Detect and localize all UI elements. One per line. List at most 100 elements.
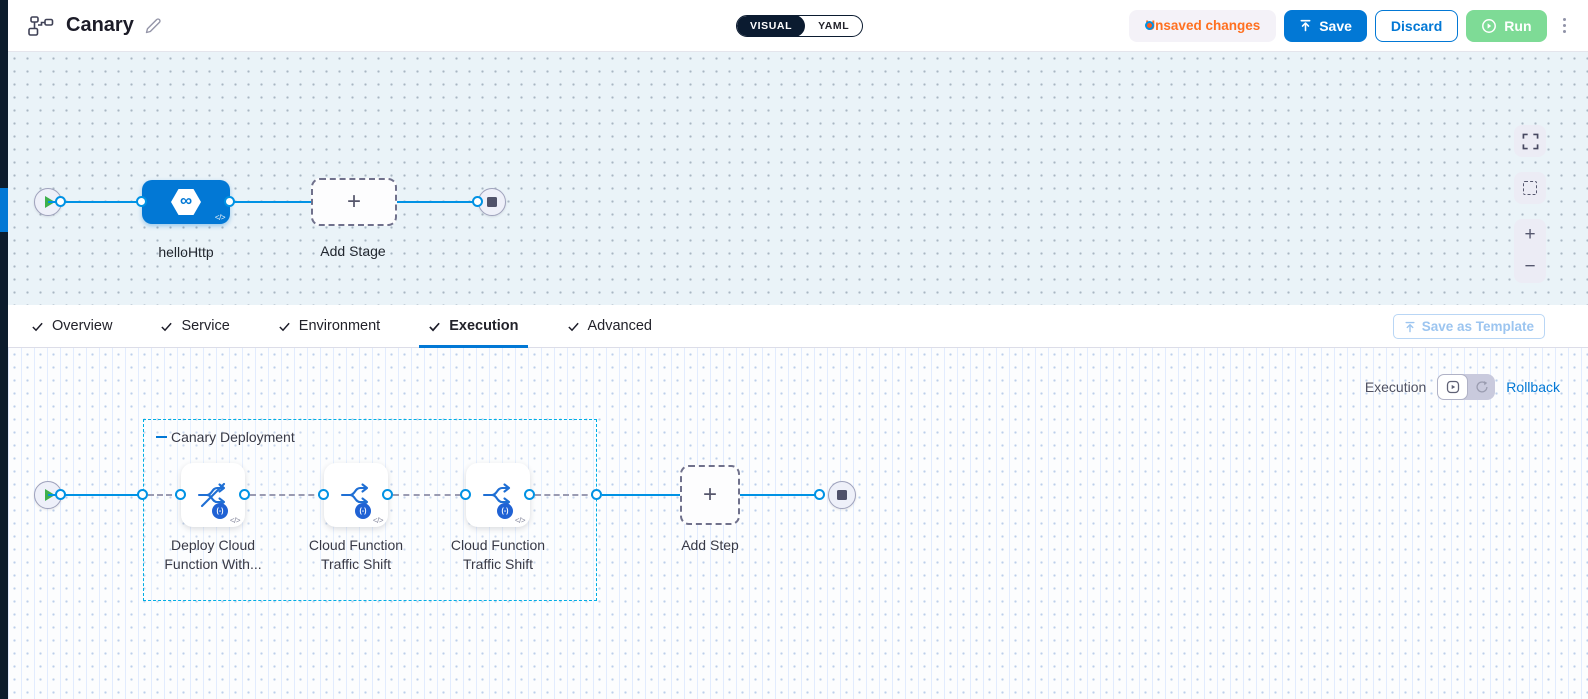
header-bar: Canary VISUAL YAML Unsaved changes Save [8, 0, 1588, 52]
fullscreen-icon [1522, 133, 1539, 150]
connector-dot [460, 489, 471, 500]
more-options-menu-icon[interactable] [1555, 12, 1575, 40]
add-step-node[interactable]: + [680, 465, 740, 525]
check-icon [161, 322, 173, 331]
connector-dot [224, 196, 235, 207]
tab-execution[interactable]: Execution [419, 305, 528, 348]
connector-line [48, 494, 143, 496]
check-icon [279, 322, 290, 331]
connector-dot [137, 489, 148, 500]
toggle-yaml[interactable]: YAML [818, 20, 850, 32]
plus-icon: + [702, 481, 717, 508]
run-label: Run [1504, 17, 1532, 34]
page-title: Canary [66, 14, 134, 36]
collapse-icon[interactable] [156, 435, 167, 439]
check-icon [567, 322, 579, 331]
run-button[interactable]: Run [1466, 9, 1547, 42]
stop-square-icon [487, 197, 497, 207]
execution-end-node[interactable] [828, 481, 856, 509]
tab-environment[interactable]: Environment [269, 305, 389, 347]
pipeline-icon [28, 15, 54, 36]
stage-label: helloHttp [158, 244, 214, 260]
execution-rollback-toggle[interactable] [1437, 374, 1496, 400]
visual-yaml-toggle: VISUAL YAML [736, 15, 864, 37]
collapsed-sidebar-strip[interactable] [0, 0, 8, 699]
tab-advanced[interactable]: Advanced [558, 305, 662, 347]
toggle-visual[interactable]: VISUAL [737, 16, 806, 36]
connector-dot [136, 196, 147, 207]
connector-dot [524, 489, 535, 500]
step-label: Deploy Cloud Function With... [164, 537, 262, 572]
upload-icon [1404, 321, 1416, 333]
unsaved-changes-badge: Unsaved changes [1129, 9, 1277, 42]
connector-dot [814, 489, 825, 500]
add-step-label: Add Step [681, 537, 739, 553]
edit-title-icon[interactable] [144, 17, 162, 35]
connector-dot [318, 489, 329, 500]
step-deploy-cloud-function[interactable]: (-) </> [181, 463, 245, 527]
step-group-title: Canary Deployment [171, 429, 295, 445]
unsaved-label: Unsaved changes [1145, 18, 1261, 33]
upload-icon [1299, 19, 1312, 32]
serverless-hexagon-icon: ∞ [171, 189, 201, 215]
stage-graph-canvas[interactable]: ∞ </> + helloHttp Add Stage + − [8, 52, 1588, 305]
rollback-link[interactable]: Rollback [1506, 379, 1560, 395]
step-traffic-shift-1[interactable]: (-) </> [324, 463, 388, 527]
connector-dot [55, 489, 66, 500]
connector-line [397, 201, 473, 203]
cloud-function-badge-icon: (-) [355, 503, 371, 519]
code-view-icon[interactable]: </> [214, 213, 226, 222]
step-traffic-shift-2[interactable]: (-) </> [466, 463, 530, 527]
rollback-view-icon[interactable] [1468, 380, 1495, 394]
connector-dot [382, 489, 393, 500]
save-as-template-button[interactable]: Save as Template [1392, 314, 1545, 339]
connector-line [48, 201, 142, 203]
plus-icon: + [346, 188, 361, 215]
tab-service[interactable]: Service [151, 305, 238, 347]
stage-config-tabs: Overview Service Environment Execution A… [8, 305, 1588, 348]
connector-dot [175, 489, 186, 500]
save-label: Save [1319, 17, 1352, 34]
connector-line [230, 201, 311, 203]
execution-graph-canvas[interactable]: Execution Rollback [8, 348, 1588, 699]
connector-dot [55, 196, 66, 207]
dashed-connector-line [393, 494, 461, 496]
discard-label: Discard [1390, 17, 1443, 34]
check-icon [429, 322, 440, 331]
tab-overview[interactable]: Overview [22, 305, 121, 347]
save-button[interactable]: Save [1284, 9, 1367, 42]
header-actions: Unsaved changes Save Discard [1129, 9, 1575, 42]
discard-button[interactable]: Discard [1374, 9, 1459, 42]
traffic-shift-icon [482, 483, 511, 507]
add-stage-label: Add Stage [320, 243, 386, 259]
dashed-connector-line [250, 494, 324, 496]
stop-square-icon [837, 490, 847, 500]
cloud-function-badge-icon: (-) [497, 503, 513, 519]
stage-node-hellohttp[interactable]: ∞ </> [142, 180, 230, 224]
dashed-connector-line [535, 494, 597, 496]
selection-box-icon [1523, 181, 1537, 195]
connector-dot [239, 489, 250, 500]
play-circle-icon [1481, 18, 1497, 34]
execution-mode-row: Execution Rollback [1365, 374, 1560, 400]
zoom-out-button[interactable]: − [1524, 256, 1536, 277]
connector-dot [591, 489, 602, 500]
fullscreen-button[interactable] [1514, 125, 1546, 157]
sidebar-active-indicator [0, 188, 8, 232]
add-stage-node[interactable]: + [311, 178, 397, 226]
code-view-icon[interactable]: </> [514, 516, 526, 525]
execution-mode-label: Execution [1364, 379, 1427, 395]
connector-line [602, 494, 680, 496]
step-label: Cloud Function Traffic Shift [308, 537, 404, 572]
step-group-header[interactable]: Canary Deployment [156, 429, 295, 445]
multi-select-button[interactable] [1514, 172, 1546, 204]
check-icon [32, 322, 43, 331]
zoom-in-button[interactable]: + [1524, 224, 1536, 245]
dashed-connector-line [148, 494, 181, 496]
connector-line [740, 494, 820, 496]
zoom-controls: + − [1514, 219, 1546, 283]
code-view-icon[interactable]: </> [372, 516, 384, 525]
execution-view-icon[interactable] [1437, 374, 1469, 400]
code-view-icon[interactable]: </> [229, 516, 241, 525]
